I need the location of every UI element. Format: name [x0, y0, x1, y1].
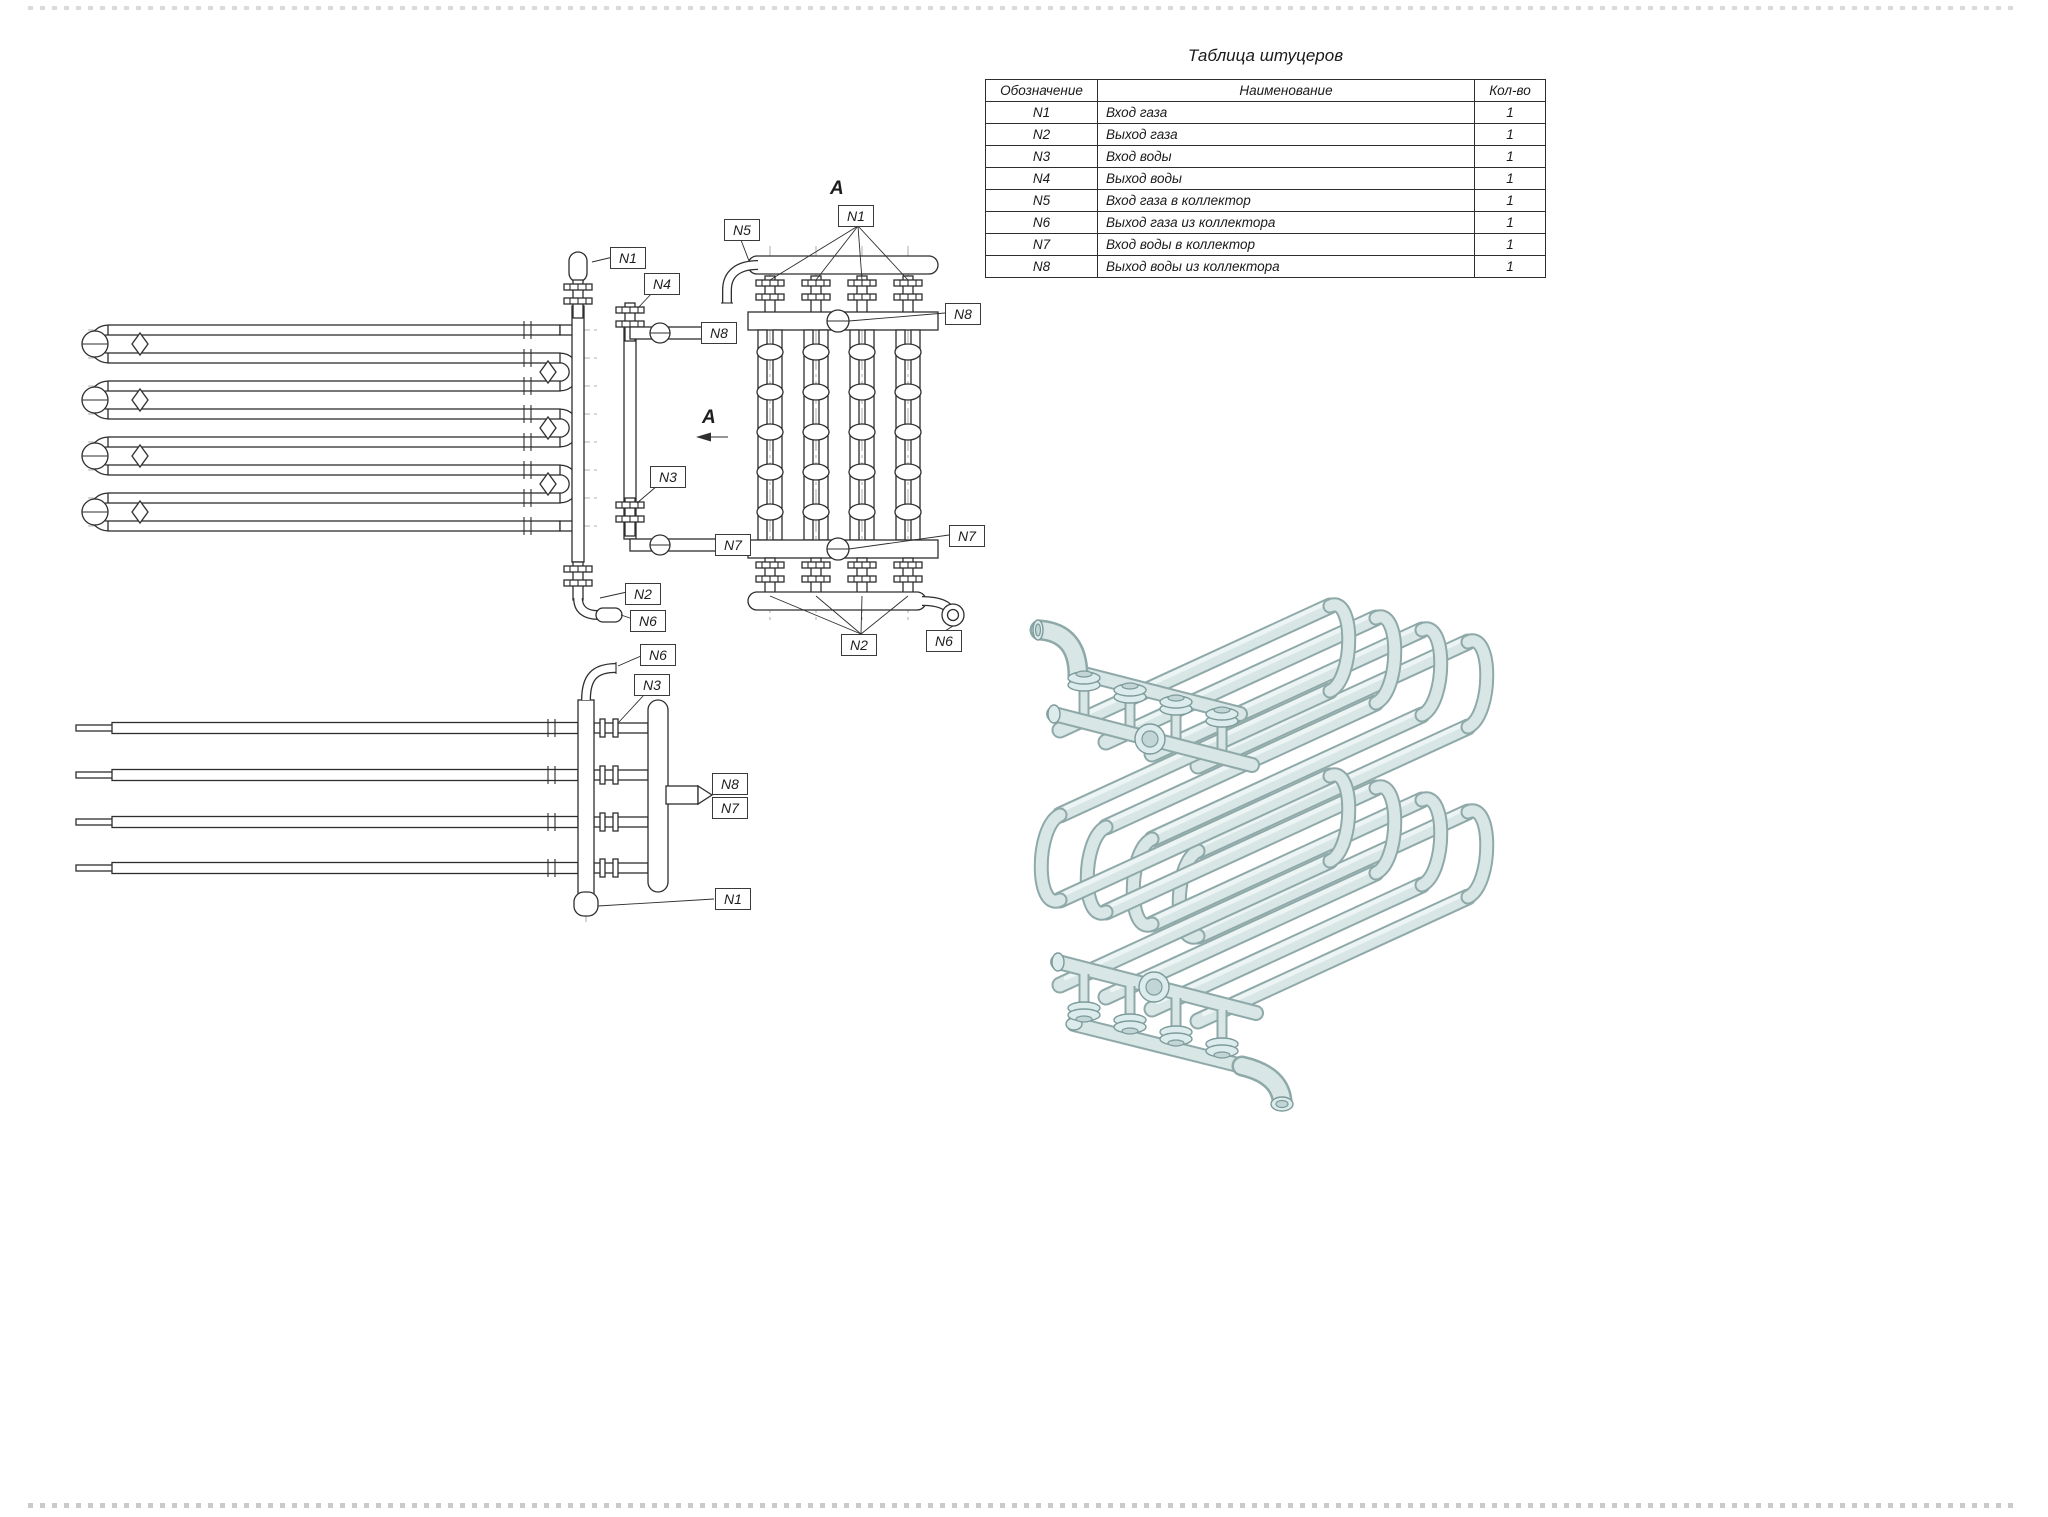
callout-n3-side: N3: [650, 466, 686, 488]
callout-n8-side: N8: [701, 322, 737, 344]
column-header-name: Наименование: [1097, 79, 1475, 102]
table-cell-designation: N5: [985, 189, 1098, 212]
callout-n7-top: N7: [712, 797, 748, 819]
callout-n6-top: N6: [640, 644, 676, 666]
scan-artifact-bottom: [28, 1503, 2020, 1508]
table-cell-name: Вход воды в коллектор: [1097, 233, 1475, 256]
table-row: N4 Выход воды 1: [985, 167, 1546, 190]
section-label-a-left: A: [702, 407, 716, 428]
table-cell-name: Выход воды: [1097, 167, 1475, 190]
callout-n6-front: N6: [926, 630, 962, 652]
side-view-drawing: [81, 251, 717, 623]
table-cell-designation: N4: [985, 167, 1098, 190]
callout-n4-side: N4: [644, 273, 680, 295]
table-cell-name: Выход газа из коллектора: [1097, 211, 1475, 234]
table-row: N7 Вход воды в коллектор 1: [985, 233, 1546, 256]
table-cell-designation: N3: [985, 145, 1098, 168]
callout-n3-top: N3: [634, 674, 670, 696]
table-cell-designation: N2: [985, 123, 1098, 146]
table-cell-designation: N1: [985, 101, 1098, 124]
table-cell-name: Вход воды: [1097, 145, 1475, 168]
callout-n7-front: N7: [949, 525, 985, 547]
table-cell-qty: 1: [1474, 167, 1546, 190]
top-view-leader-lines: [597, 655, 715, 907]
table-cell-name: Вход газа в коллектор: [1097, 189, 1475, 212]
callout-n6-side: N6: [630, 610, 666, 632]
callout-n7-side: N7: [715, 534, 751, 556]
isometric-view-rendering: [1029, 604, 1487, 1112]
section-label-a-top: A: [830, 178, 844, 199]
table-row: N3 Вход воды 1: [985, 145, 1546, 168]
table-cell-name: Вход газа: [1097, 101, 1475, 124]
table-cell-qty: 1: [1474, 255, 1546, 278]
table-cell-qty: 1: [1474, 189, 1546, 212]
nozzle-table: Обозначение Наименование Кол-во N1 Вход …: [985, 79, 1546, 278]
callout-n2-front: N2: [841, 634, 877, 656]
section-arrow-a: [696, 432, 728, 442]
water-header: [615, 302, 717, 556]
column-header-designation: Обозначение: [985, 79, 1098, 102]
table-cell-designation: N7: [985, 233, 1098, 256]
table-cell-qty: 1: [1474, 123, 1546, 146]
nozzle-table-title: Таблица штуцеров: [1187, 46, 1344, 65]
table-row: N2 Выход газа 1: [985, 123, 1546, 146]
table-row: N1 Вход газа 1: [985, 101, 1546, 124]
table-row: N5 Вход газа в коллектор 1: [985, 189, 1546, 212]
front-view-leader-lines: [740, 225, 954, 635]
callout-n1-front: N1: [838, 205, 874, 227]
top-view-drawing: [75, 655, 715, 926]
table-cell-designation: N6: [985, 211, 1098, 234]
table-row: N8 Выход воды из коллектора 1: [985, 255, 1546, 278]
table-cell-qty: 1: [1474, 145, 1546, 168]
callout-n2-side: N2: [625, 583, 661, 605]
callout-n1-top: N1: [715, 888, 751, 910]
front-view-drawing: [696, 225, 965, 635]
gas-header: [563, 251, 623, 623]
table-cell-qty: 1: [1474, 233, 1546, 256]
table-cell-designation: N8: [985, 255, 1098, 278]
table-cell-name: Выход воды из коллектора: [1097, 255, 1475, 278]
callout-n1-side: N1: [610, 247, 646, 269]
callout-n8-front: N8: [945, 303, 981, 325]
table-cell-qty: 1: [1474, 211, 1546, 234]
table-cell-qty: 1: [1474, 101, 1546, 124]
scan-artifact-top: [28, 6, 2020, 10]
table-row: N6 Выход газа из коллектора 1: [985, 211, 1546, 234]
callout-n8-top: N8: [712, 773, 748, 795]
nozzle-table-block: Таблица штуцеров Обозначение Наименовани…: [985, 46, 1546, 278]
column-header-qty: Кол-во: [1474, 79, 1546, 102]
callout-n5-front: N5: [724, 219, 760, 241]
table-header-row: Обозначение Наименование Кол-во: [985, 79, 1546, 102]
table-cell-name: Выход газа: [1097, 123, 1475, 146]
